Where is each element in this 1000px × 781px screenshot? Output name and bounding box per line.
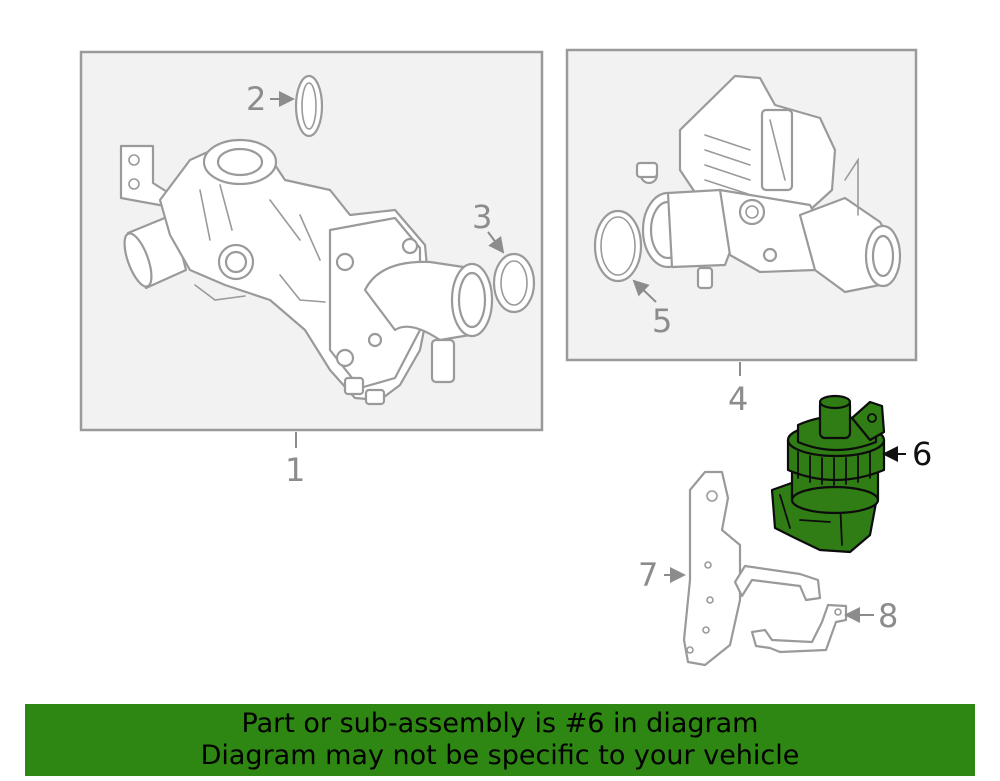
callout-7-label: 7: [638, 556, 658, 594]
callout-8: 8: [844, 597, 898, 635]
bracket-7-part[interactable]: [682, 470, 822, 667]
water-pump-part-highlighted[interactable]: [770, 394, 886, 554]
callout-6: 6: [882, 435, 932, 473]
callout-4-label: 4: [728, 380, 748, 418]
banner-line-1: Part or sub-assembly is #6 in diagram: [241, 708, 759, 739]
callout-5-label: 5: [652, 302, 672, 340]
info-banner: Part or sub-assembly is #6 in diagram Di…: [25, 704, 975, 776]
o-ring-5-part[interactable]: [593, 209, 643, 283]
banner-line-2: Diagram may not be specific to your vehi…: [200, 740, 800, 771]
callout-3-label: 3: [472, 198, 492, 236]
thermostat-housing-part[interactable]: [119, 138, 494, 406]
callout-6-label: 6: [912, 435, 932, 473]
clamp-8-part[interactable]: [750, 603, 848, 654]
callout-1: 1: [285, 432, 305, 489]
thermostat-part[interactable]: [635, 74, 902, 294]
o-ring-2-part[interactable]: [294, 74, 324, 138]
callout-2: 2: [246, 80, 295, 118]
callout-1-label: 1: [285, 451, 305, 489]
callout-3: 3: [472, 198, 505, 254]
callout-7: 7: [638, 556, 686, 594]
o-ring-3-part[interactable]: [492, 252, 536, 314]
callout-2-label: 2: [246, 80, 266, 118]
callout-8-label: 8: [878, 597, 898, 635]
callout-5: 5: [632, 279, 672, 340]
callout-4: 4: [728, 362, 748, 418]
